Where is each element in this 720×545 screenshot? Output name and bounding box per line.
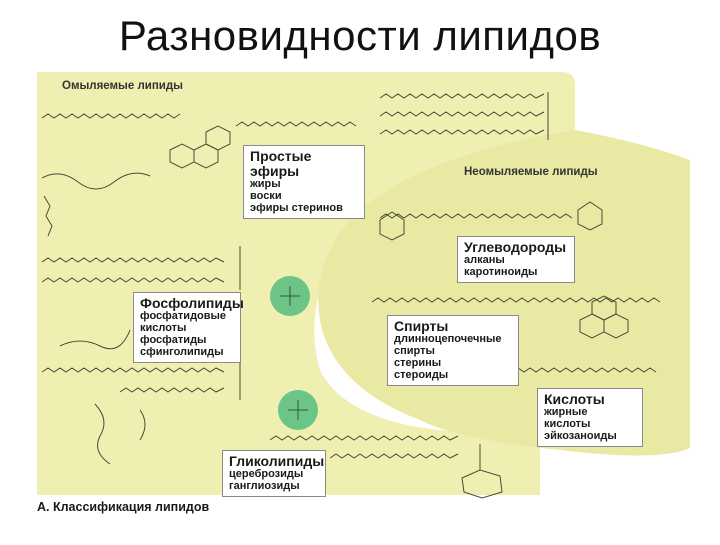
simple-esters-item: воски <box>250 190 282 203</box>
acids-box: Кислоты жирные кислоты эйкозаноиды <box>537 388 643 447</box>
fatty-chain <box>269 435 459 441</box>
alcohols-item: стерины <box>394 356 442 369</box>
fatty-chain <box>379 93 545 99</box>
fatty-chain <box>329 453 459 459</box>
phospholipids-item: сфинголипиды <box>140 345 224 358</box>
unsaturated-chain <box>43 195 53 237</box>
structure-sketches <box>41 92 661 499</box>
fatty-chain <box>119 387 225 393</box>
unsaturated-chain <box>94 403 111 465</box>
fatty-chain <box>41 367 225 373</box>
glycolipids-item: ганглиозиды <box>229 479 300 492</box>
simple-esters-item: жиры <box>250 178 281 191</box>
simple-esters-item: эфиры стеринов <box>250 201 343 214</box>
carotenoid-ring <box>379 211 405 241</box>
phospholipids-item: фосфатидовые <box>140 310 227 323</box>
fatty-chain <box>41 113 181 119</box>
phospholipids-title: Фосфолипиды <box>140 295 244 311</box>
steroid-ring <box>205 125 231 151</box>
alcohols-item: длинноцепочечные <box>394 333 502 346</box>
simple-esters-box: Простые эфиры жиры воски эфиры стеринов <box>243 145 365 219</box>
alcohols-title: Спирты <box>394 318 449 334</box>
fatty-chain <box>41 277 225 283</box>
acids-item: жирные <box>544 406 588 419</box>
glycolipids-item: цереброзиды <box>229 468 304 481</box>
simple-esters-title: Простые эфиры <box>250 148 312 180</box>
hydrocarbons-title: Углеводороды <box>464 239 567 255</box>
phosphate-bonds <box>280 286 308 420</box>
acids-item: кислоты <box>544 417 591 430</box>
phospholipids-box: Фосфолипиды фосфатидовые кислоты фосфати… <box>133 292 244 363</box>
glycolipids-box: Гликолипиды цереброзиды ганглиозиды <box>222 450 326 497</box>
acids-item: эйкозаноиды <box>544 429 617 442</box>
carotenoid-ring <box>577 201 603 231</box>
alcohols-item: спирты <box>394 344 435 357</box>
unsaturated-chain <box>139 409 146 441</box>
hydrocarbons-box: Углеводороды алканы каротиноиды <box>457 236 575 283</box>
unsaturated-chain <box>59 329 131 350</box>
figure-caption: А. Классификация липидов <box>37 500 210 514</box>
saponifiable-region-label: Омыляемые липиды <box>62 80 183 92</box>
fatty-chain <box>499 367 657 373</box>
fatty-chain <box>379 213 573 219</box>
alcohols-item: стероиды <box>394 368 449 381</box>
fatty-chain <box>235 121 357 127</box>
fatty-chain <box>379 129 545 135</box>
glycolipids-title: Гликолипиды <box>229 453 325 469</box>
slide-title: Разновидности липидов <box>118 12 602 59</box>
fatty-chain <box>371 297 661 303</box>
hydrocarbons-item: каротиноиды <box>464 265 538 278</box>
phospholipids-item: кислоты <box>140 321 187 334</box>
unsaponifiable-region-label: Неомыляемые липиды <box>464 166 598 178</box>
phospholipids-item: фосфатиды <box>140 333 207 346</box>
alcohols-box: Спирты длинноцепочечные спирты стерины с… <box>387 315 519 386</box>
fatty-chain <box>41 257 225 263</box>
fatty-chain <box>379 111 545 117</box>
acids-title: Кислоты <box>544 391 605 407</box>
steroid-ring <box>591 295 617 321</box>
unsaturated-chain <box>41 172 151 190</box>
hydrocarbons-item: алканы <box>464 254 505 267</box>
